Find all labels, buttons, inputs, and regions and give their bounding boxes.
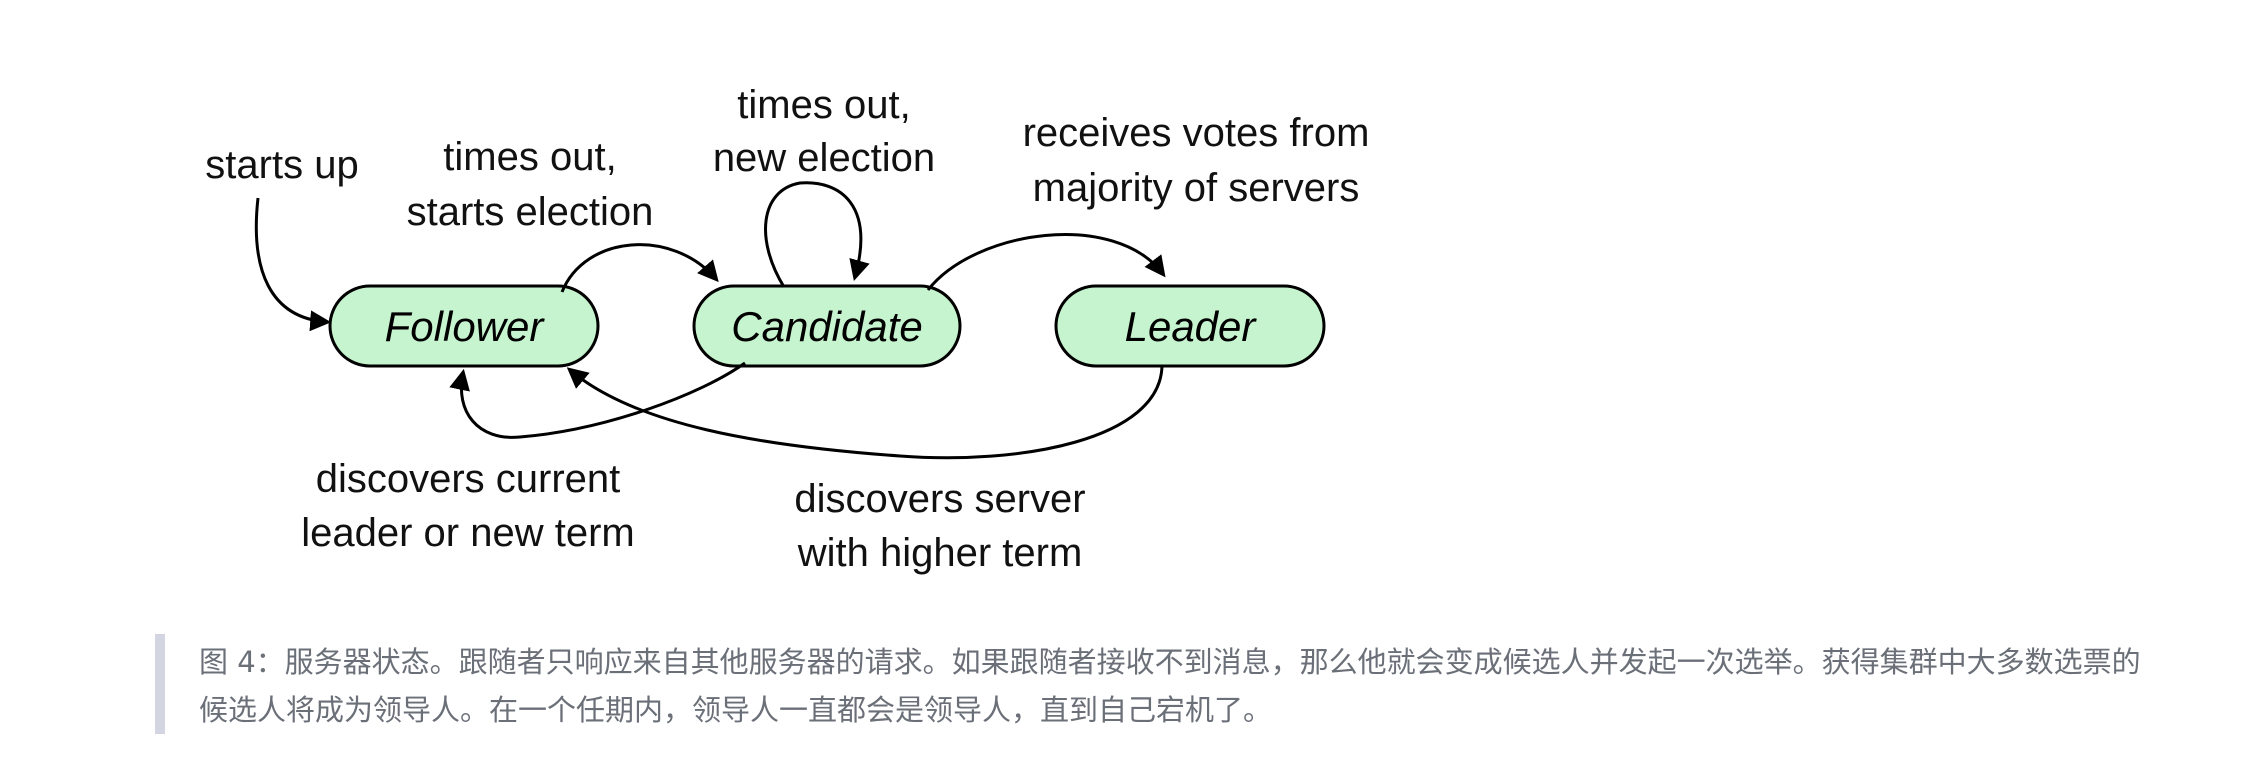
edge-follower-to-candidate — [560, 243, 719, 293]
label-receives-votes-2: majority of servers — [1033, 166, 1360, 210]
caption-text: 图 4：服务器状态。跟随者只响应来自其他服务器的请求。如果跟随者接收不到消息，那… — [199, 645, 2141, 727]
state-candidate: Candidate — [692, 284, 962, 368]
edge-candidate-self-loop — [764, 181, 870, 288]
label-discovers-server-2: with higher term — [797, 531, 1083, 575]
follower-label: Follower — [385, 303, 546, 350]
edge-leader-to-follower — [566, 365, 1164, 460]
state-leader: Leader — [1054, 284, 1326, 368]
label-discovers-server-1: discovers server — [794, 477, 1085, 521]
leader-label: Leader — [1125, 303, 1258, 350]
label-starts-up: starts up — [205, 143, 358, 187]
edge-candidate-to-follower — [449, 361, 746, 439]
leader-node — [1054, 284, 1326, 368]
label-discovers-current-2: leader or new term — [301, 511, 634, 555]
edge-starts-up — [254, 197, 332, 332]
candidate-label: Candidate — [731, 303, 922, 350]
candidate-node — [692, 284, 962, 368]
label-times-out-starts-2: starts election — [407, 190, 654, 234]
label-times-out-new-2: new election — [713, 136, 935, 180]
label-times-out-new-1: times out, — [737, 83, 910, 127]
label-discovers-current-1: discovers current — [316, 457, 621, 501]
label-receives-votes-1: receives votes from — [1023, 111, 1370, 155]
state-follower: Follower — [328, 284, 600, 368]
label-times-out-starts-1: times out, — [443, 135, 616, 179]
figure-caption: 图 4：服务器状态。跟随者只响应来自其他服务器的请求。如果跟随者接收不到消息，那… — [155, 634, 2155, 734]
edge-candidate-to-leader — [926, 233, 1166, 291]
raft-state-diagram: Follower Candidate Leader starts up time… — [205, 83, 1370, 575]
